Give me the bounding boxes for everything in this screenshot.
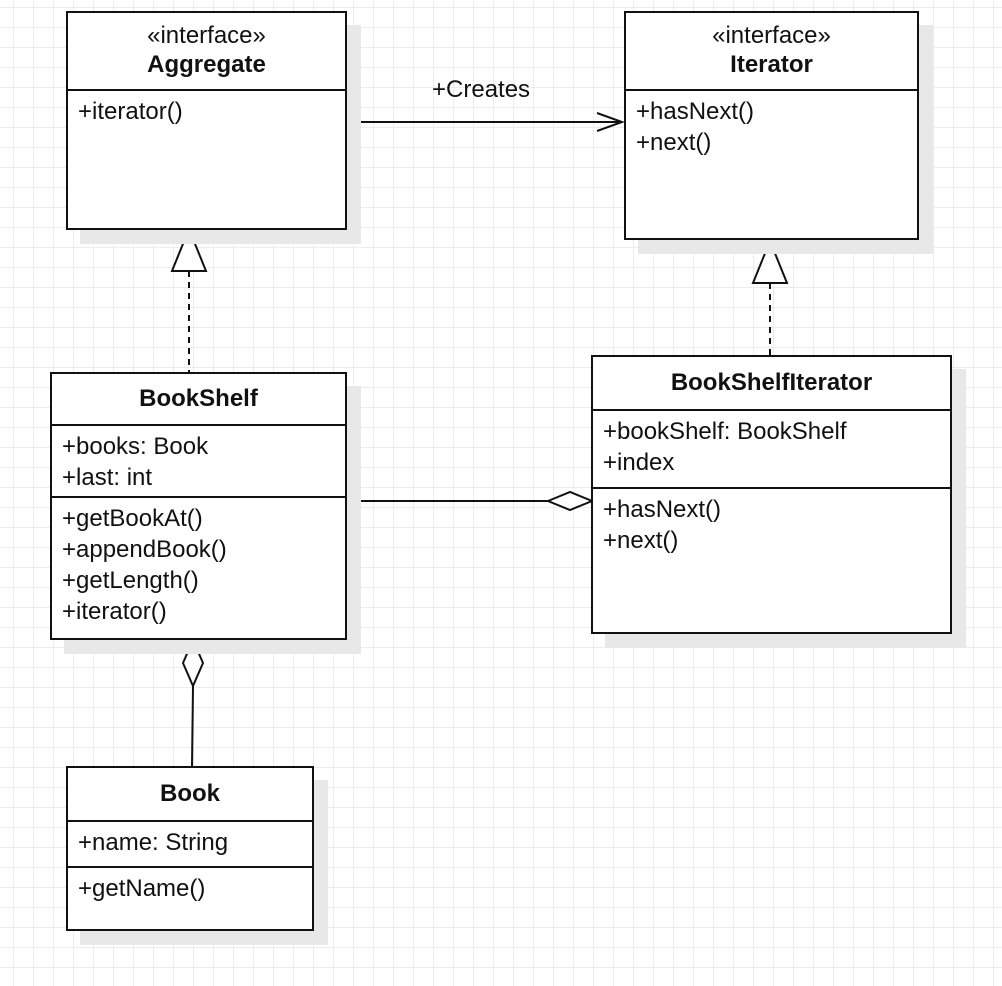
aggregate-methods: +iterator() [68, 91, 345, 127]
book-header: Book [68, 768, 312, 822]
method: +getBookAt() [62, 505, 203, 532]
bookshelf-attributes: +books: Book +last: int [52, 426, 345, 498]
bookshelf-iterator-header: BookShelfIterator [593, 357, 950, 411]
method: +hasNext() [603, 496, 722, 523]
creates-label: +Creates [432, 76, 531, 103]
bookshelf-header: BookShelf [52, 374, 345, 426]
method: +getName() [78, 875, 206, 902]
book-class[interactable]: Book +name: String +getName() [66, 766, 314, 931]
method: +iterator() [62, 598, 167, 625]
bookshelf-name: BookShelf [139, 385, 258, 412]
method: +hasNext() [636, 98, 755, 125]
aggregate-name: Aggregate [147, 51, 266, 78]
bookshelf-iterator-realization [751, 238, 789, 355]
bookshelf-class[interactable]: BookShelf +books: Book +last: int +getBo… [50, 372, 347, 640]
attribute: +last: int [62, 464, 153, 491]
method: +appendBook() [62, 536, 227, 563]
bookshelf-iterator-methods: +hasNext() +next() [593, 489, 950, 556]
bookshelf-realization [170, 226, 208, 372]
book-name: Book [160, 780, 220, 807]
aggregate-header: «interface» Aggregate [68, 13, 345, 91]
method: +iterator() [78, 98, 183, 125]
bookshelf-methods: +getBookAt() +appendBook() +getLength() … [52, 498, 345, 627]
iterator-class[interactable]: «interface» Iterator +hasNext() +next() [624, 11, 919, 240]
bookshelf-aggregation [346, 490, 595, 512]
method: +next() [603, 527, 679, 554]
bookshelf-iterator-attributes: +bookShelf: BookShelf +index [593, 411, 950, 489]
attribute: +books: Book [62, 433, 209, 460]
book-methods: +getName() [68, 868, 312, 904]
bookshelf-iterator-class[interactable]: BookShelfIterator +bookShelf: BookShelf … [591, 355, 952, 634]
attribute: +index [603, 449, 675, 476]
aggregate-class[interactable]: «interface» Aggregate +iterator() [66, 11, 347, 230]
iterator-stereotype: «interface» [712, 22, 831, 49]
book-attributes: +name: String [68, 822, 312, 868]
bookshelf-iterator-name: BookShelfIterator [670, 369, 873, 396]
method: +getLength() [62, 567, 199, 594]
iterator-methods: +hasNext() +next() [626, 91, 917, 158]
creates-association [346, 112, 625, 132]
attribute: +name: String [78, 829, 229, 856]
iterator-name: Iterator [730, 51, 813, 78]
iterator-header: «interface» Iterator [626, 13, 917, 91]
book-aggregation [181, 637, 205, 767]
attribute: +bookShelf: BookShelf [603, 418, 847, 445]
aggregate-stereotype: «interface» [147, 22, 266, 49]
method: +next() [636, 129, 712, 156]
